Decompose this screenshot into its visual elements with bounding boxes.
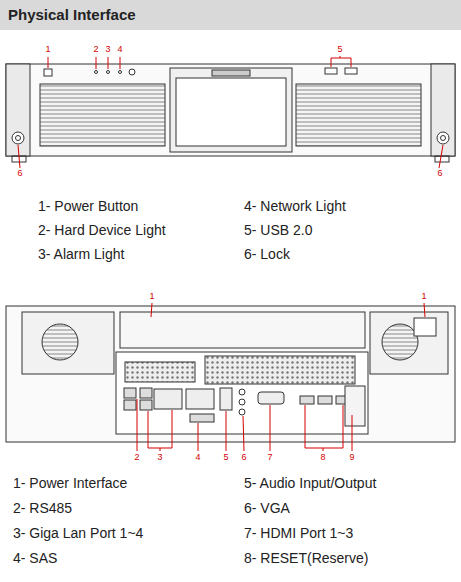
part-legend-item: 5- USB 2.0 — [244, 222, 312, 238]
callout-number: 1 — [149, 291, 154, 301]
part-legend-item: 2- RS485 — [13, 500, 72, 516]
part-legend-item: 2- Hard Device Light — [38, 222, 166, 238]
callout-number: 6 — [241, 452, 246, 462]
callout-number: 8 — [320, 452, 325, 462]
callout-number: 3 — [157, 452, 162, 462]
callout-number: 5 — [337, 44, 342, 54]
part-legend-item: 3- Alarm Light — [38, 246, 124, 262]
part-legend-item: 8- RESET(Reserve) — [244, 550, 368, 566]
callout-number: 3 — [105, 44, 110, 54]
callout-number: 7 — [267, 452, 272, 462]
callout-number: 1 — [45, 44, 50, 54]
callout-number: 4 — [117, 44, 122, 54]
callout-number: 1 — [421, 291, 426, 301]
part-legend-item: 1- Power Button — [38, 198, 138, 214]
callout-number: 4 — [195, 452, 200, 462]
part-legend-item: 4- SAS — [13, 550, 57, 566]
part-legend-item: 1- Power Interface — [13, 475, 127, 491]
part-legend-item: 6- VGA — [244, 500, 290, 516]
section-title: Physical Interface — [8, 6, 136, 23]
part-legend-item: 3- Giga Lan Port 1~4 — [13, 525, 143, 541]
part-legend-item: 6- Lock — [244, 246, 290, 262]
callout-number: 2 — [93, 44, 98, 54]
callout-number: 9 — [349, 452, 354, 462]
part-legend-item: 5- Audio Input/Output — [244, 475, 376, 491]
part-legend-item: 7- HDMI Port 1~3 — [244, 525, 353, 541]
callout-number: 5 — [223, 452, 228, 462]
callout-number: 6 — [17, 168, 22, 178]
callout-number: 6 — [437, 168, 442, 178]
part-legend-item: 4- Network Light — [244, 198, 346, 214]
callout-number: 2 — [134, 452, 139, 462]
